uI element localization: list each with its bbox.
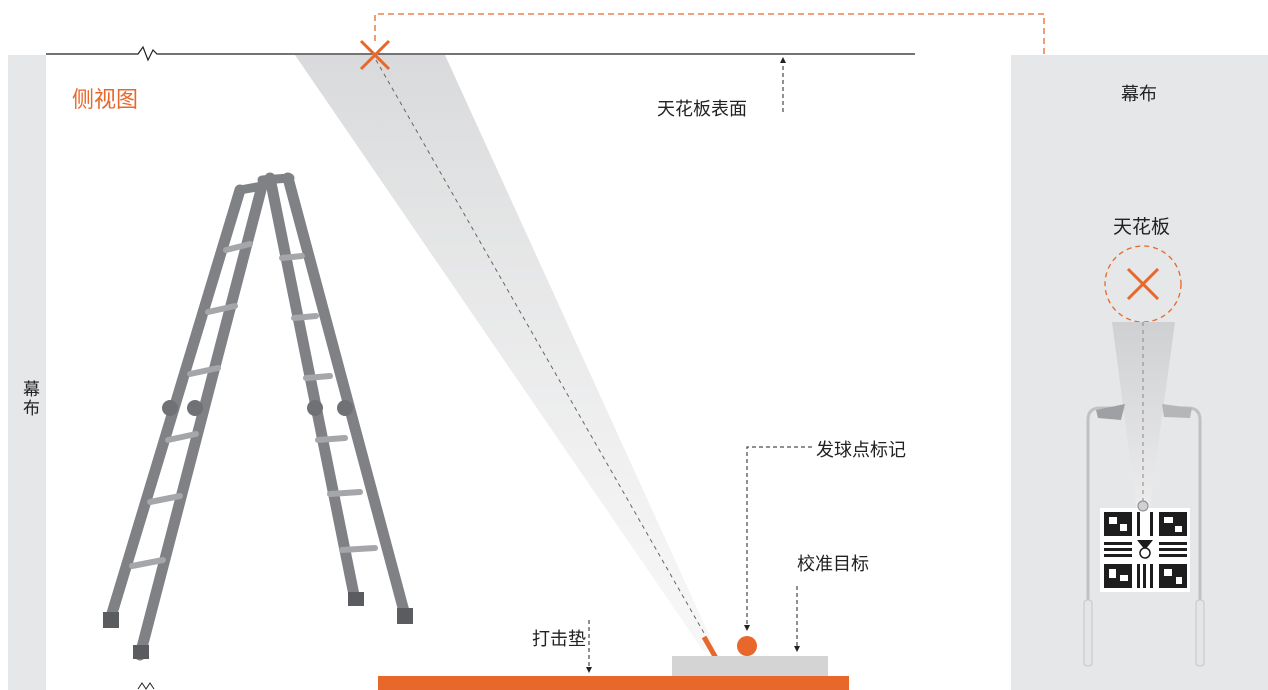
hitting-mat-label: 打击垫 bbox=[532, 629, 586, 650]
ceiling-mount-x-icon bbox=[359, 39, 391, 71]
top-view-screen-label: 幕布 bbox=[1121, 84, 1157, 105]
top-view-ceiling-label: 天花板 bbox=[1113, 216, 1171, 238]
ceiling-line bbox=[46, 45, 915, 62]
ladder bbox=[103, 172, 413, 661]
view-connector-line bbox=[374, 13, 1106, 287]
calibration-target-label: 校准目标 bbox=[797, 554, 869, 575]
ceiling-pointer-arrow bbox=[780, 57, 786, 63]
mount-zone-circle bbox=[1104, 245, 1182, 323]
tee-ball-marker bbox=[737, 636, 757, 656]
left-screen-strip bbox=[8, 55, 46, 690]
top-view-mount-x-icon bbox=[1126, 267, 1160, 301]
tee-marker-pointer bbox=[746, 446, 812, 625]
club-head-left bbox=[1096, 404, 1125, 420]
projector-beam bbox=[295, 55, 716, 652]
tee-marker-arrow bbox=[744, 625, 750, 631]
floor-break-mark bbox=[137, 682, 155, 690]
hitting-mat bbox=[378, 676, 849, 690]
calibration-target-pattern bbox=[1100, 500, 1190, 592]
calibration-target-plate bbox=[672, 656, 828, 676]
hitting-mat-arrow bbox=[586, 667, 592, 673]
ceiling-surface-label: 天花板表面 bbox=[657, 99, 747, 120]
club-head-right bbox=[1162, 404, 1192, 418]
calibration-target-arrow bbox=[794, 646, 800, 652]
projector-tip bbox=[701, 635, 719, 660]
left-screen-label: 幕布 bbox=[19, 380, 39, 418]
side-view-title: 侧视图 bbox=[72, 88, 139, 113]
tee-marker-label: 发球点标记 bbox=[816, 440, 906, 461]
